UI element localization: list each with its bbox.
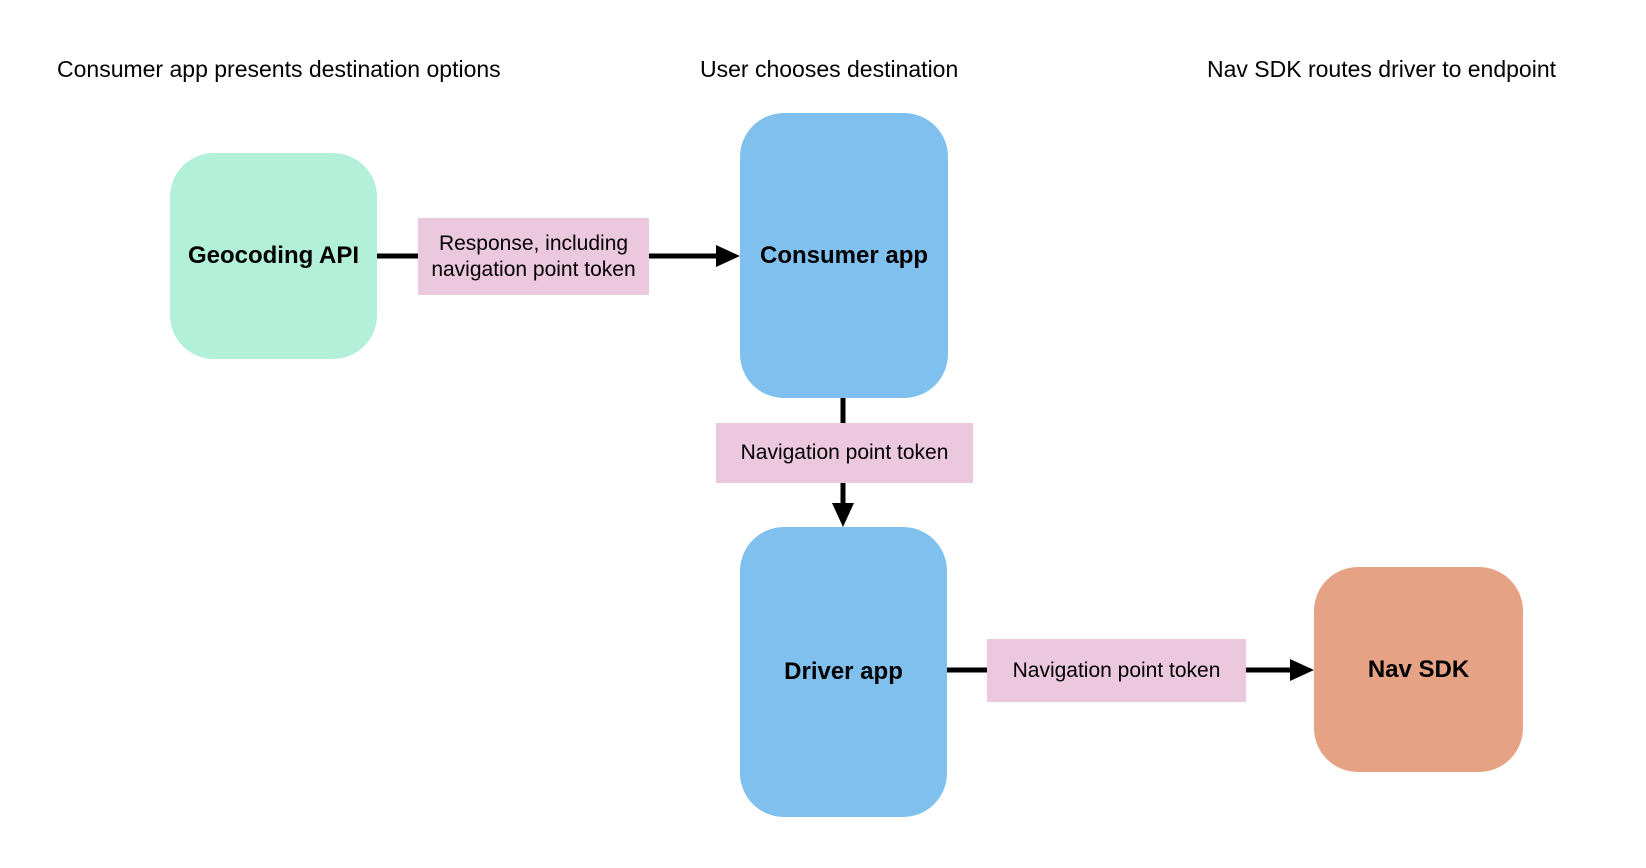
node-consumer-app-label: Consumer app: [759, 241, 929, 269]
stage-header-user-chooses: User chooses destination: [700, 56, 959, 82]
node-driver-app-label: Driver app: [784, 658, 903, 685]
node-nav-sdk: Nav SDK: [1314, 567, 1523, 772]
node-geocoding-api: Geocoding API: [170, 153, 377, 359]
node-nav-sdk-label: Nav SDK: [1367, 655, 1470, 683]
edge-label-navigation-point-token-1: Navigation point token: [716, 423, 973, 483]
node-driver-app: Driver app: [740, 527, 947, 817]
edge-label-navigation-point-token-2: Navigation point token: [987, 639, 1246, 702]
node-consumer-app: Consumer app: [740, 113, 948, 398]
node-geocoding-api-label: Geocoding API: [187, 242, 360, 269]
stage-header-nav-sdk-routes: Nav SDK routes driver to endpoint: [1207, 56, 1557, 82]
edge-label-response-including-token: Response, including navigation point tok…: [418, 218, 649, 295]
stage-header-presents-destinations: Consumer app presents destination option…: [57, 56, 501, 82]
